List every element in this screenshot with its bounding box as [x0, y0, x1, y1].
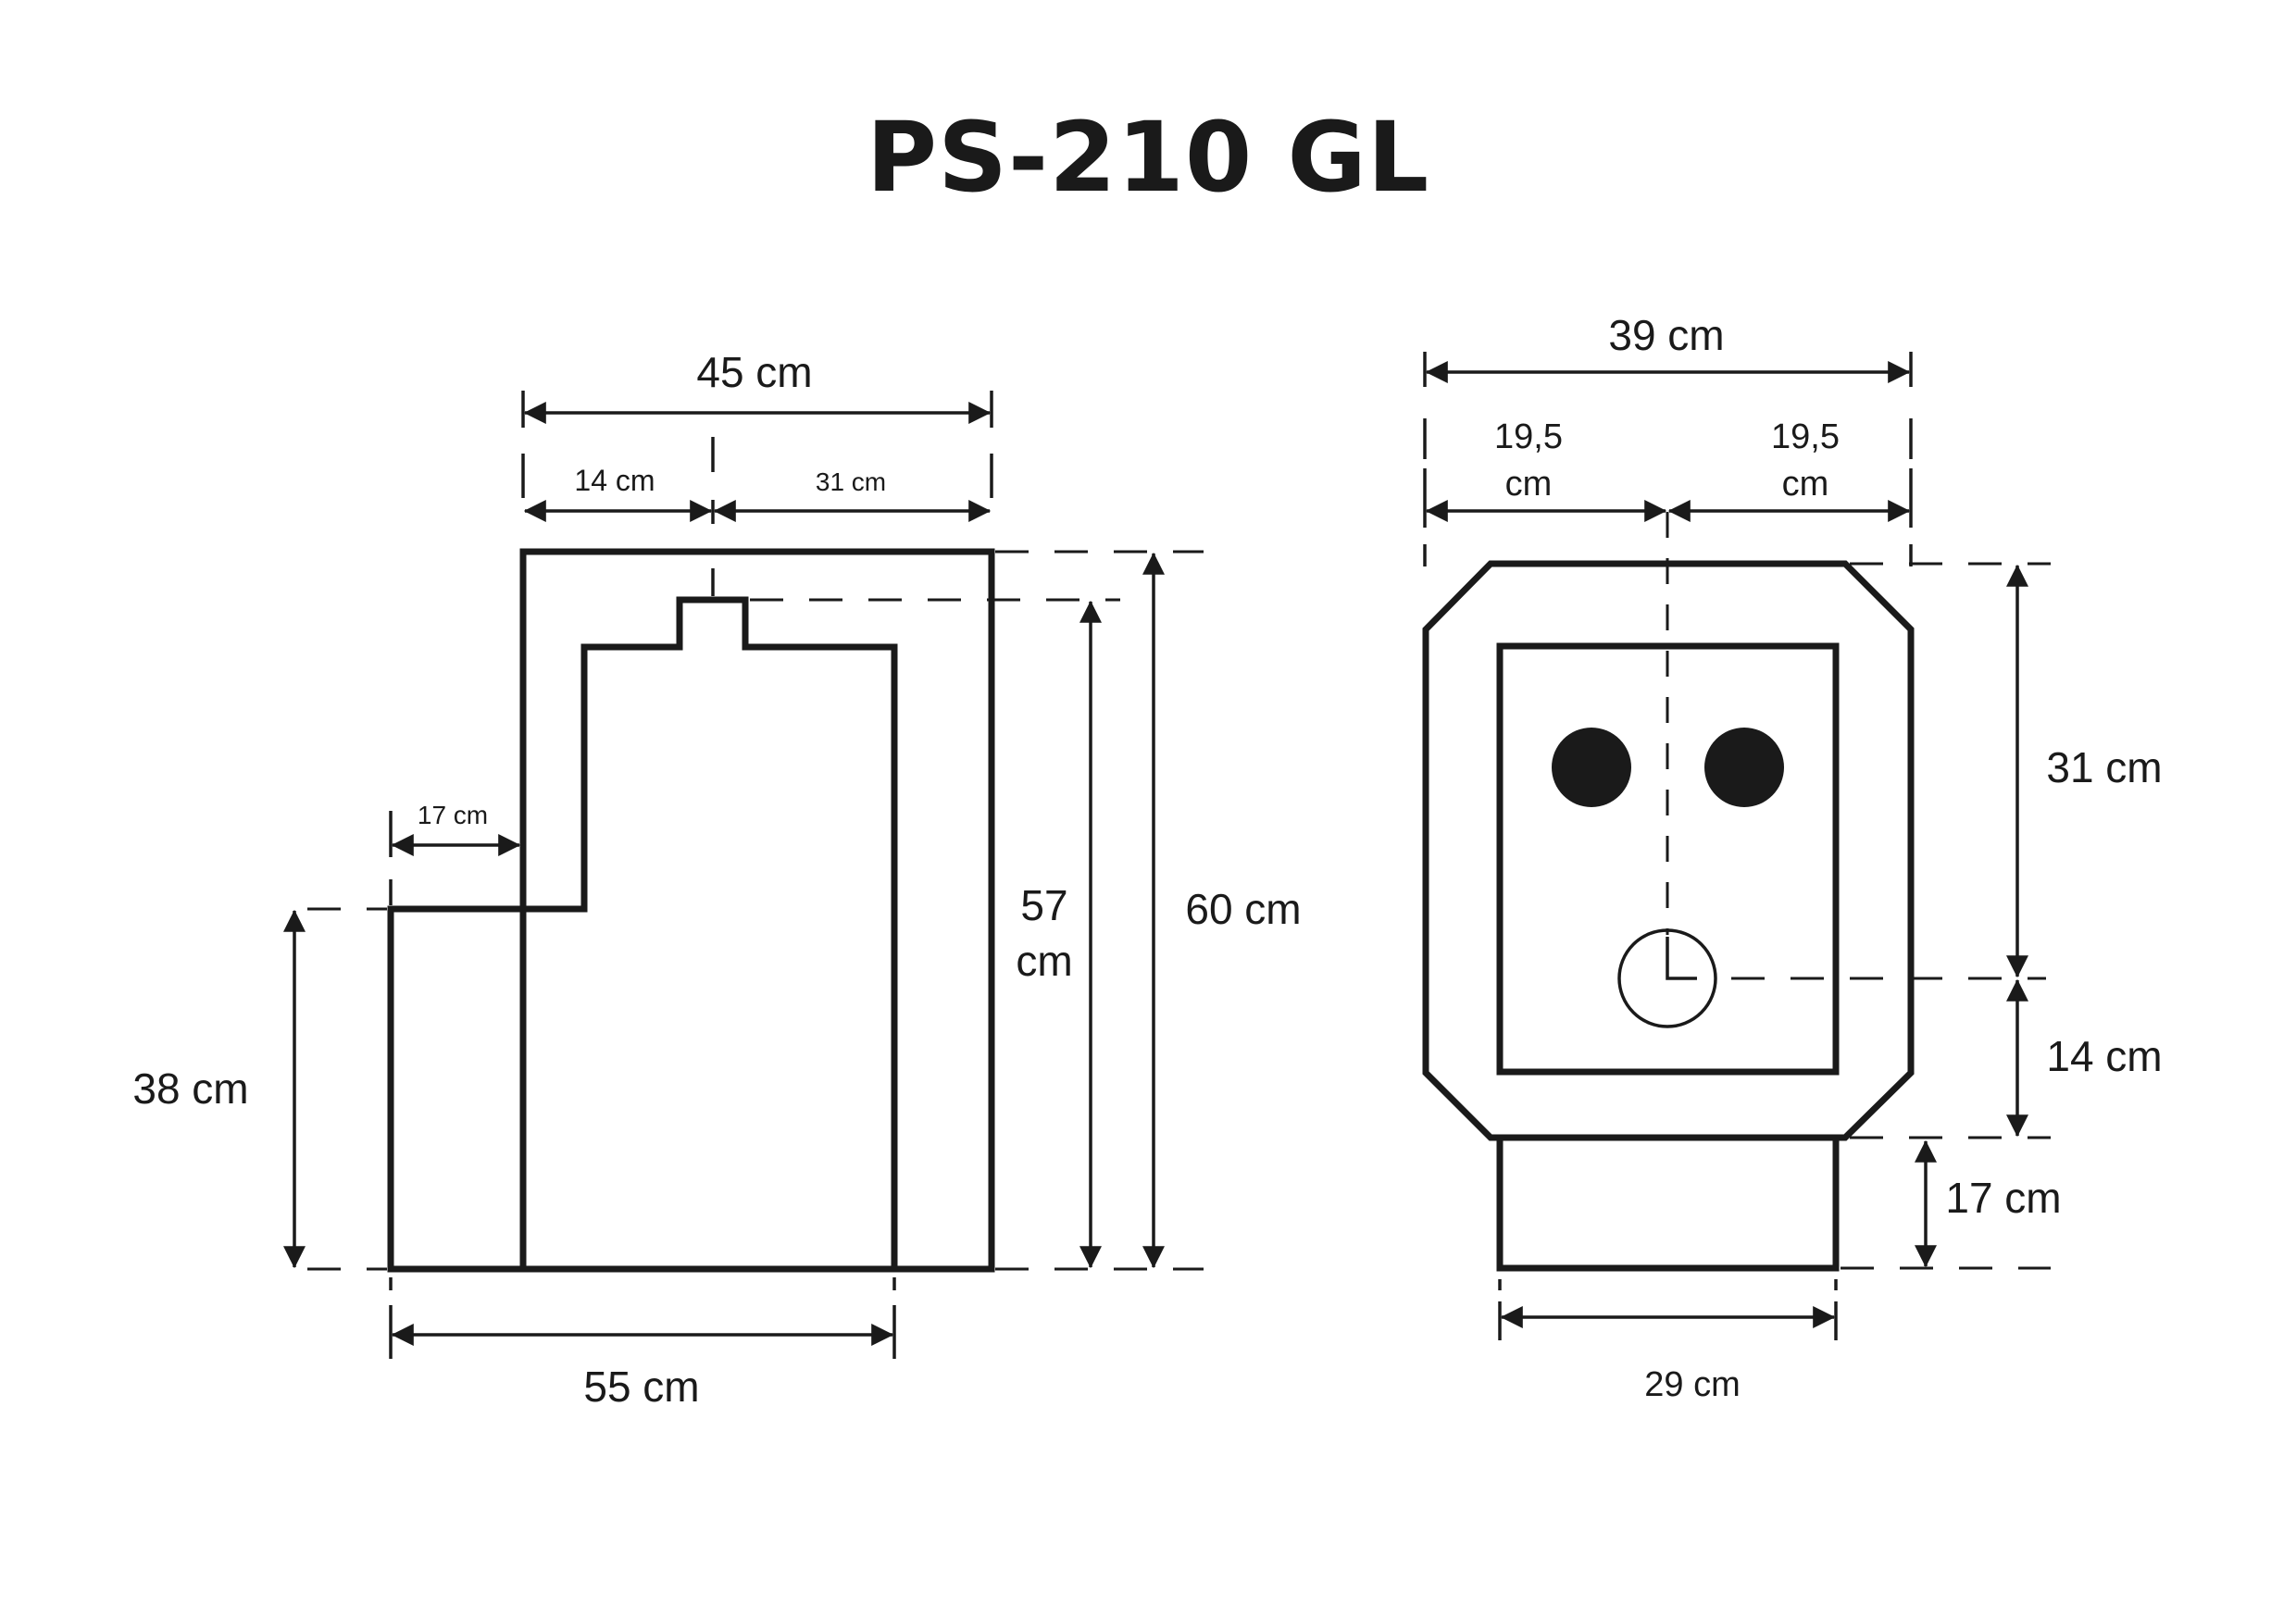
dim-45cm-label: 45 cm [696, 348, 812, 396]
front-view: 39 cm 19,5 cm 19,5 cm 31 cm 14 cm 17 cm … [1422, 311, 2163, 1404]
dim-19-5cm-left-label-number: 19,5 [1494, 417, 1563, 456]
front-base-outline [1496, 1138, 1840, 1272]
dim-19-5cm-right-label-number: 19,5 [1771, 417, 1840, 456]
dim-14cm-label: 14 cm [574, 464, 655, 497]
front-body-octagon [1422, 560, 1915, 1141]
dim-38cm-label: 38 cm [132, 1064, 248, 1113]
dim-57cm-label-number: 57 [1020, 881, 1067, 929]
dim-17cm-step-label: 17 cm [418, 801, 488, 829]
front-door-outline [1496, 642, 1840, 1076]
dim-31cm-front-label: 31 cm [2046, 743, 2162, 791]
right-knob-icon [1704, 728, 1784, 807]
side-step-outline [387, 905, 523, 1273]
dim-57cm-label-unit: cm [1016, 937, 1072, 985]
dim-19-5cm-right-label-unit: cm [1782, 465, 1829, 504]
dim-17cm-base-label: 17 cm [1945, 1174, 2061, 1222]
side-inner-outline [523, 596, 898, 1269]
dim-29cm-label: 29 cm [1644, 1365, 1740, 1404]
dim-14cm-front-label: 14 cm [2046, 1032, 2162, 1080]
dim-39cm-label: 39 cm [1608, 311, 1724, 359]
left-knob-icon [1552, 728, 1631, 807]
dim-60cm-label: 60 cm [1185, 885, 1301, 933]
page-title: PS-210 GL [867, 101, 1429, 214]
dim-55cm-label: 55 cm [583, 1363, 699, 1411]
side-view: 45 cm 14 cm 31 cm 57 cm 60 cm 17 cm 38 c… [132, 348, 1301, 1411]
dim-31cm-label: 31 cm [816, 467, 886, 496]
dim-19-5cm-left-label-unit: cm [1505, 465, 1553, 504]
side-body-outline [519, 548, 995, 1273]
